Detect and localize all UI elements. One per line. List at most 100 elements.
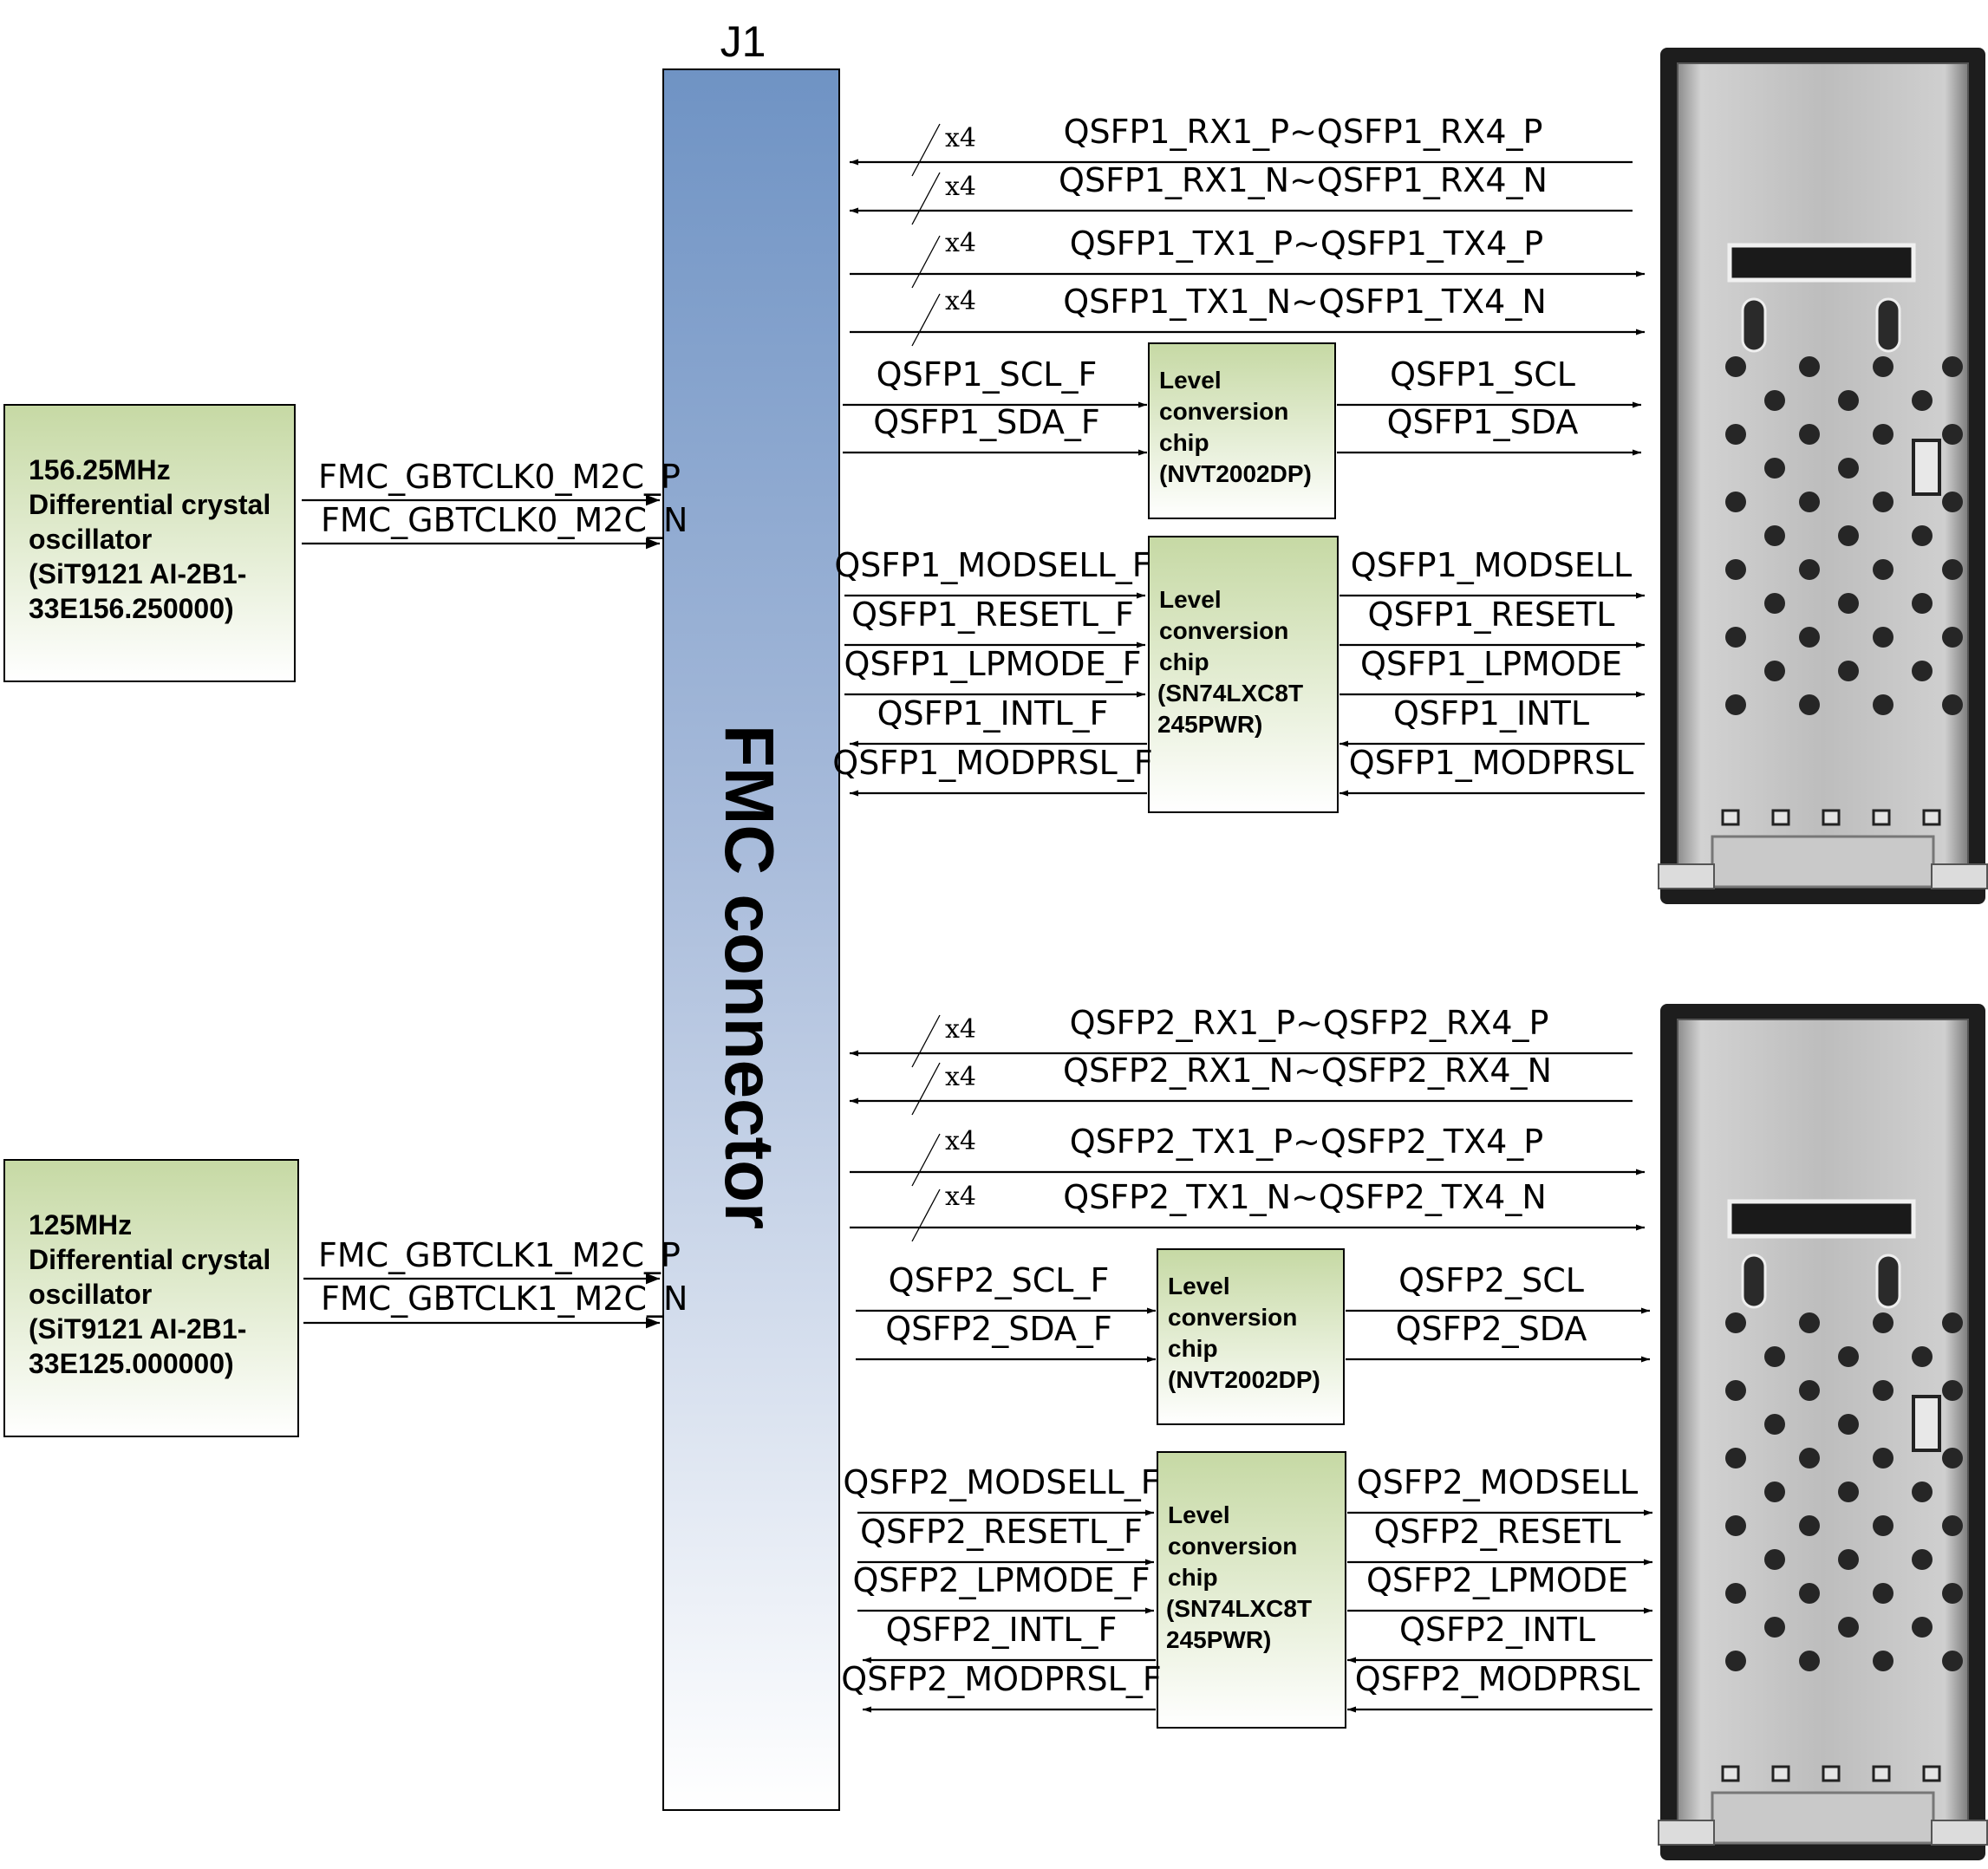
bus-slash [911, 1188, 941, 1242]
i2c-module-signal-label: QSFP1_SDA [1387, 403, 1579, 441]
control-fmc-signal-label: QSFP1_MODSELL_F [834, 546, 1150, 584]
highspeed-signal-label: QSFP2_TX1_P~QSFP2_TX4_P [1070, 1123, 1543, 1161]
qsfp-cage-slot [1727, 1199, 1916, 1239]
qsfp-cage-vent [1764, 593, 1785, 614]
qsfp-cage-vent [1942, 1448, 1963, 1468]
bus-slash [911, 1133, 941, 1187]
chip-label: Level [1159, 367, 1222, 394]
qsfp-cage-vent [1764, 1482, 1785, 1502]
oscillator-1-line: (SiT9121 AI-2B1- [29, 558, 246, 589]
qsfp-cage-vent [1942, 694, 1963, 715]
qsfp-cage-lip [1711, 1791, 1935, 1845]
qsfp-cage-vent [1873, 1380, 1893, 1401]
i2c-fmc-signal-label: QSFP2_SCL_F [889, 1261, 1110, 1299]
chip-label: Level [1168, 1273, 1230, 1299]
qsfp-cage-vent [1912, 390, 1933, 411]
chip-label: chip [1168, 1564, 1218, 1591]
oscillator-2-line: (SiT9121 AI-2B1- [29, 1313, 246, 1345]
qsfp-cage-foot [1931, 1820, 1988, 1846]
qsfp-cage-vent [1873, 424, 1893, 445]
qsfp-cage-vent [1764, 390, 1785, 411]
qsfp-cage-tab [1721, 1765, 1740, 1782]
qsfp-cage-vent [1799, 492, 1820, 512]
bus-width-label: x4 [945, 172, 976, 202]
highspeed-signal-label: QSFP1_TX1_P~QSFP1_TX4_P [1070, 225, 1543, 263]
qsfp-cage-vent [1942, 627, 1963, 648]
control-fmc-signal-label: QSFP1_INTL_F [877, 694, 1109, 733]
control-module-signal-label: QSFP1_RESETL [1368, 596, 1615, 634]
qsfp-cage-vent [1799, 1515, 1820, 1536]
clock-signal-label: FMC_GBTCLK0_M2C_P [318, 458, 681, 496]
highspeed-signal-label: QSFP2_RX1_P~QSFP2_RX4_P [1070, 1004, 1549, 1042]
chip-label: 245PWR) [1166, 1626, 1271, 1653]
qsfp-cage-vent [1873, 356, 1893, 377]
chip-label: (SN74LXC8T [1157, 680, 1303, 707]
qsfp-group-1: QSFP1_RX1_P~QSFP1_RX4_Px4QSFP1_RX1_N~QSF… [832, 48, 1988, 904]
chip-label: conversion [1159, 398, 1288, 425]
qsfp-cage-vent [1799, 356, 1820, 377]
qsfp-cage-vent [1873, 627, 1893, 648]
qsfp-cage-latch [1912, 439, 1941, 496]
qsfp-cage-vent [1725, 1312, 1746, 1333]
qsfp-cage-vent [1725, 1651, 1746, 1671]
bus-slash [911, 1062, 941, 1116]
qsfp-cage-vent [1725, 559, 1746, 580]
chip-label: conversion [1168, 1304, 1297, 1331]
bus-width-label: x4 [945, 123, 976, 153]
qsfp-cage-vent [1912, 1549, 1933, 1570]
qsfp-cage-foot [1931, 863, 1988, 889]
bus-width-label: x4 [945, 1014, 976, 1045]
control-fmc-signal-label: QSFP1_LPMODE_F [844, 645, 1142, 683]
qsfp-cage [1658, 1004, 1988, 1860]
qsfp-cage-vent [1725, 627, 1746, 648]
qsfp-cage-vent [1942, 559, 1963, 580]
qsfp-cage-vent [1873, 1448, 1893, 1468]
qsfp-cage-vent [1764, 1549, 1785, 1570]
qsfp-cage-vent [1799, 1448, 1820, 1468]
qsfp-cage-vent [1838, 458, 1859, 479]
qsfp-cage-vent [1838, 1482, 1859, 1502]
oscillator-2-line: oscillator [29, 1279, 152, 1310]
control-module-signal-label: QSFP2_LPMODE [1366, 1561, 1628, 1599]
qsfp-cage-vent [1873, 1651, 1893, 1671]
qsfp-cage-vent [1942, 492, 1963, 512]
qsfp-cage-tab [1872, 809, 1891, 826]
qsfp-cage-vent [1912, 1482, 1933, 1502]
control-module-signal-label: QSFP2_RESETL [1374, 1513, 1621, 1551]
highspeed-signal-label: QSFP1_RX1_N~QSFP1_RX4_N [1059, 161, 1548, 199]
oscillator-1-line: Differential crystal [29, 489, 270, 520]
qsfp-cage-vent [1725, 1515, 1746, 1536]
qsfp-cage-vent [1725, 356, 1746, 377]
qsfp-cage-tab [1872, 1765, 1891, 1782]
chip-label: Level [1168, 1501, 1230, 1528]
qsfp-cage-vent [1838, 1414, 1859, 1435]
qsfp-cage-vent [1942, 356, 1963, 377]
qsfp-cage-vent [1764, 661, 1785, 681]
qsfp-cage-vent [1725, 492, 1746, 512]
control-module-signal-label: QSFP1_MODSELL [1351, 546, 1632, 584]
connector-id: J1 [720, 17, 766, 66]
oscillator-2-line: Differential crystal [29, 1244, 270, 1275]
chip-label: (NVT2002DP) [1159, 460, 1312, 487]
bus-width-label: x4 [945, 1126, 976, 1156]
qsfp-cage-vent [1799, 559, 1820, 580]
qsfp-cage-vent [1799, 424, 1820, 445]
qsfp-cage-vent [1838, 1346, 1859, 1367]
qsfp-cage-vent [1838, 390, 1859, 411]
i2c-fmc-signal-label: QSFP2_SDA_F [885, 1310, 1112, 1348]
control-fmc-signal-label: QSFP1_RESETL_F [851, 596, 1134, 634]
control-module-signal-label: QSFP1_MODPRSL [1349, 744, 1634, 782]
qsfp-cage-vent [1725, 424, 1746, 445]
clock-signal-label: FMC_GBTCLK1_M2C_P [318, 1236, 681, 1274]
qsfp-cage-vent [1725, 694, 1746, 715]
bus-slash [911, 235, 941, 289]
svg-text:156.25MHz Differential c: 156.25MHz Differential crystal oscillato… [29, 454, 278, 624]
control-fmc-signal-label: QSFP2_RESETL_F [860, 1513, 1143, 1551]
chip-label: (NVT2002DP) [1168, 1366, 1320, 1393]
control-fmc-signal-label: QSFP2_MODPRSL_F [841, 1660, 1161, 1698]
chip-label: (SN74LXC8T [1166, 1595, 1312, 1622]
qsfp-cage-vent [1799, 1380, 1820, 1401]
